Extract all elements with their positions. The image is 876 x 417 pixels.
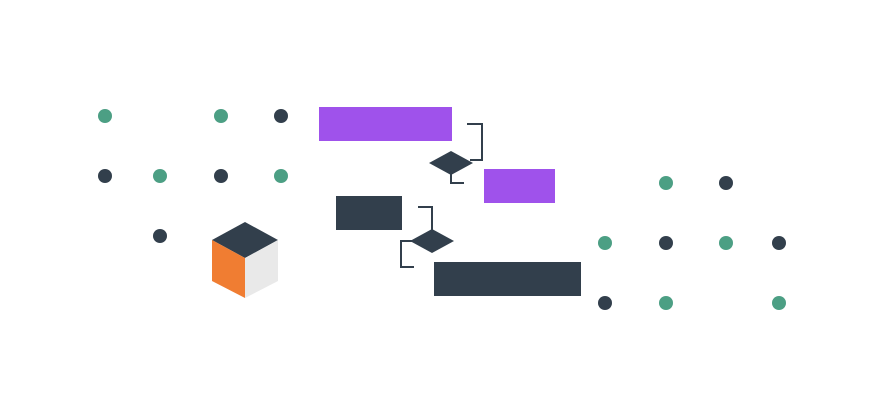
left-dot-green: [98, 109, 112, 123]
left-dot-navy: [98, 169, 112, 183]
cube-icon: [212, 222, 278, 298]
left-dot-navy: [274, 109, 288, 123]
right-dot-green: [772, 296, 786, 310]
flow-bar-middle: [336, 196, 402, 230]
cube-right-face: [245, 240, 278, 298]
left-dot-navy: [153, 229, 167, 243]
right-dot-green: [598, 236, 612, 250]
right-dot-navy: [598, 296, 612, 310]
right-dot-green: [659, 176, 673, 190]
flow-bar-top: [319, 107, 452, 141]
decision-diamond-upper: [429, 151, 473, 175]
connector-upper: [467, 123, 483, 161]
connector-lower-down: [400, 240, 414, 268]
connector-upper-down: [450, 172, 464, 184]
decision-diamond-lower: [410, 229, 454, 253]
flow-connectors: [400, 123, 483, 268]
right-dot-green: [659, 296, 673, 310]
left-dot-green: [214, 109, 228, 123]
right-dot-navy: [719, 176, 733, 190]
left-dot-green: [153, 169, 167, 183]
left-dot-green: [274, 169, 288, 183]
right-dot-navy: [659, 236, 673, 250]
left-dot-grid: [98, 109, 288, 243]
cube-left-face: [212, 240, 245, 298]
right-dot-navy: [772, 236, 786, 250]
right-dot-green: [719, 236, 733, 250]
flow-bar-upper-right: [484, 169, 555, 203]
right-dot-grid: [598, 176, 786, 310]
flow-bar-bottom: [434, 262, 581, 296]
connector-lower: [418, 206, 433, 232]
left-dot-navy: [214, 169, 228, 183]
